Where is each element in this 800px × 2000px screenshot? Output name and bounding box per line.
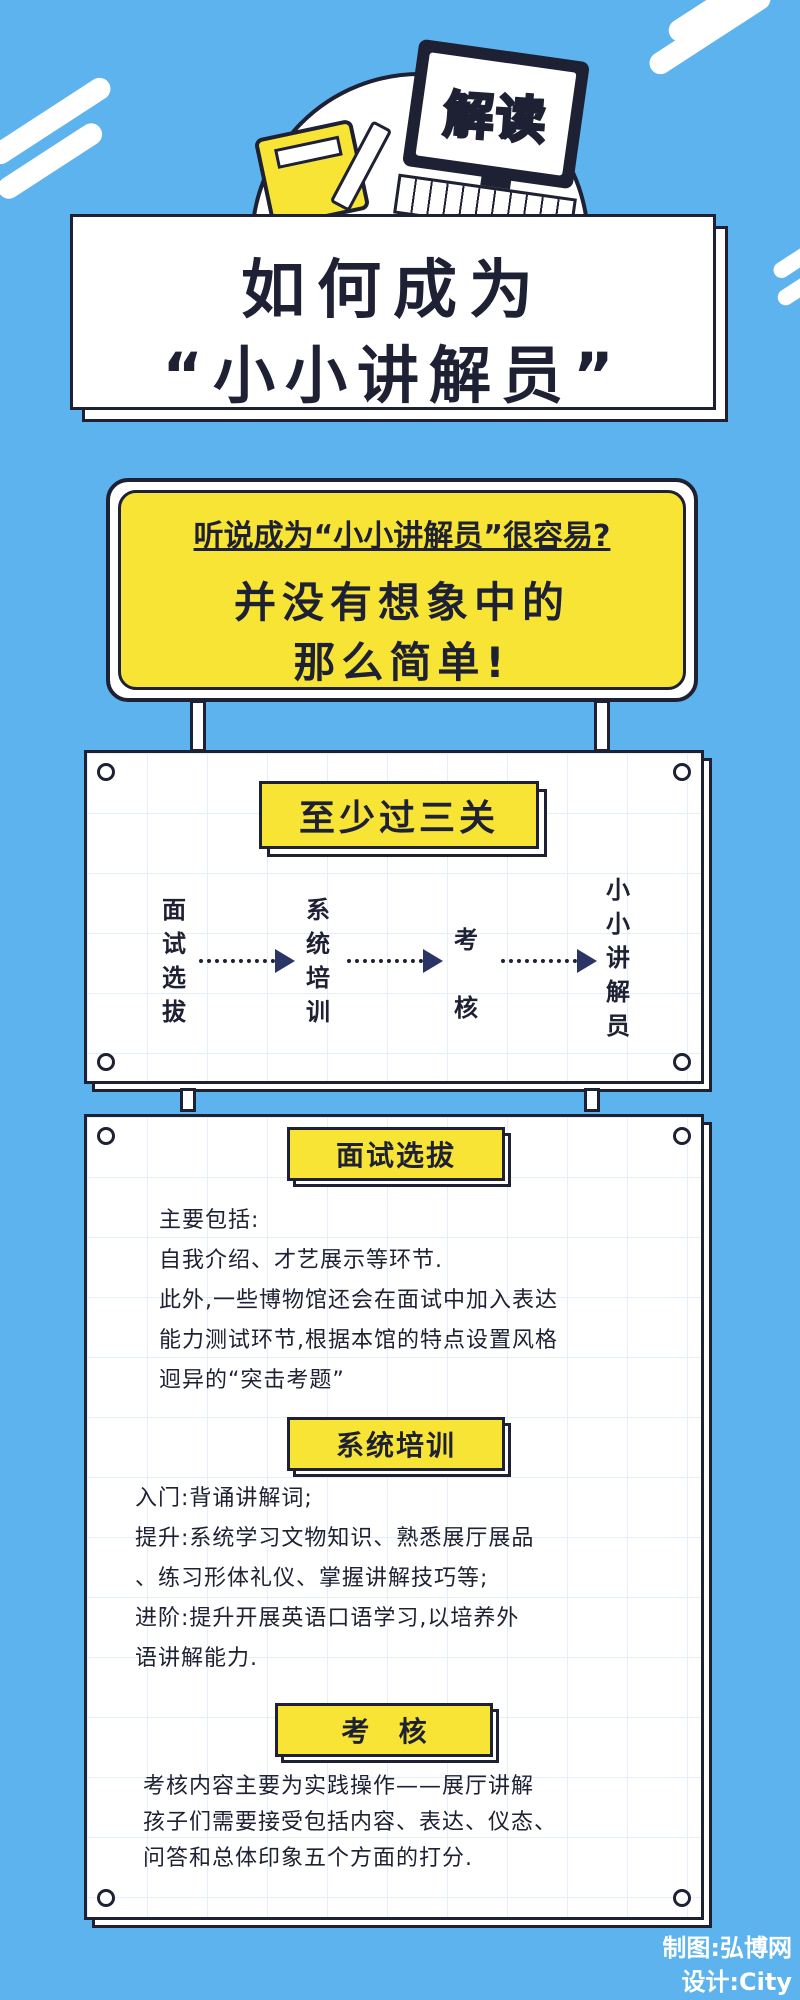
text-line: 入门:背诵讲解词;	[135, 1486, 313, 1511]
page-title-line2: “小小讲解员”	[162, 339, 624, 412]
section-text-assessment: 考核内容主要为实践操作——展厅讲解 孩子们需要接受包括内容、表达、仪态、 问答和…	[143, 1769, 557, 1877]
monitor-text: 解读	[440, 84, 551, 152]
text-line: 能力测试环节,根据本馆的特点设置风格	[159, 1328, 558, 1353]
sign-answer-line2: 那么简单!	[293, 638, 511, 687]
text-line: 此外,一些博物馆还会在面试中加入表达	[159, 1288, 558, 1313]
text-line: 自我介绍、才艺展示等环节.	[159, 1248, 443, 1273]
book-label	[274, 135, 343, 169]
section-tag-assessment: 考 核	[275, 1703, 493, 1757]
title-card: 如何成为 “小小讲解员”	[70, 214, 716, 412]
text-line: 提升:系统学习文物知识、熟悉展厅展品	[135, 1526, 535, 1551]
flow-step: 系 统 培 训	[306, 896, 330, 1026]
monitor-icon: 解读	[401, 38, 591, 190]
flow-arrow	[347, 949, 443, 973]
flow-step: 考 核	[454, 926, 478, 1022]
text-line: 考核内容主要为实践操作——展厅讲解	[143, 1774, 535, 1799]
decor-stripe	[770, 234, 800, 282]
rivet	[673, 1889, 691, 1907]
panel-connector	[180, 1088, 196, 1112]
flow-arrow	[199, 949, 295, 973]
monitor-screen: 解读	[415, 52, 577, 176]
text-line: 进阶:提升开展英语口语学习,以培养外	[135, 1606, 520, 1631]
section-tag-training: 系统培训	[287, 1417, 505, 1471]
text-line: 迥异的“突击考题”	[159, 1368, 345, 1393]
text-line: 孩子们需要接受包括内容、表达、仪态、	[143, 1810, 558, 1835]
rivet	[97, 1053, 115, 1071]
flow-panel: 至少过三关 面 试 选 拔 系 统 培 训 考 核 小 小 讲 解 员	[84, 750, 704, 1084]
flow-arrow	[501, 949, 597, 973]
rivet	[673, 1127, 691, 1145]
page-title-line1: 如何成为	[241, 254, 545, 328]
sign-question: 听说成为“小小讲解员”很容易?	[193, 519, 611, 554]
arrow-head-icon	[275, 949, 295, 973]
section-text-interview: 主要包括: 自我介绍、才艺展示等环节. 此外,一些博物馆还会在面试中加入表达 能…	[159, 1201, 558, 1401]
rivet	[97, 1127, 115, 1145]
credit-line1: 制图:弘博网	[662, 1934, 792, 1962]
text-line: 问答和总体印象五个方面的打分.	[143, 1846, 473, 1871]
section-text-training: 入门:背诵讲解词; 提升:系统学习文物知识、熟悉展厅展品 、练习形体礼仪、掌握讲…	[135, 1479, 534, 1679]
sign-post	[190, 700, 206, 752]
arrow-head-icon	[577, 949, 597, 973]
details-panel: 面试选拔 主要包括: 自我介绍、才艺展示等环节. 此外,一些博物馆还会在面试中加…	[84, 1114, 704, 1920]
flow-step: 面 试 选 拔	[162, 896, 186, 1026]
flow-step: 小 小 讲 解 员	[606, 876, 630, 1040]
panel-connector	[584, 1088, 600, 1112]
rivet	[673, 1053, 691, 1071]
rivet	[673, 763, 691, 781]
credit-line2: 设计:City	[681, 1968, 792, 1996]
sign-board-inner: 听说成为“小小讲解员”很容易? 并没有想象中的 那么简单!	[118, 490, 686, 690]
arrow-head-icon	[423, 949, 443, 973]
sign-answer-line1: 并没有想象中的	[233, 578, 570, 627]
rivet	[97, 1889, 115, 1907]
flow-tag: 至少过三关	[259, 781, 539, 849]
section-tag-interview: 面试选拔	[287, 1127, 505, 1181]
text-line: 语讲解能力.	[135, 1646, 258, 1671]
sign-post	[594, 700, 610, 752]
text-line: 、练习形体礼仪、掌握讲解技巧等;	[135, 1566, 489, 1591]
text-line: 主要包括:	[159, 1208, 260, 1233]
rivet	[97, 763, 115, 781]
